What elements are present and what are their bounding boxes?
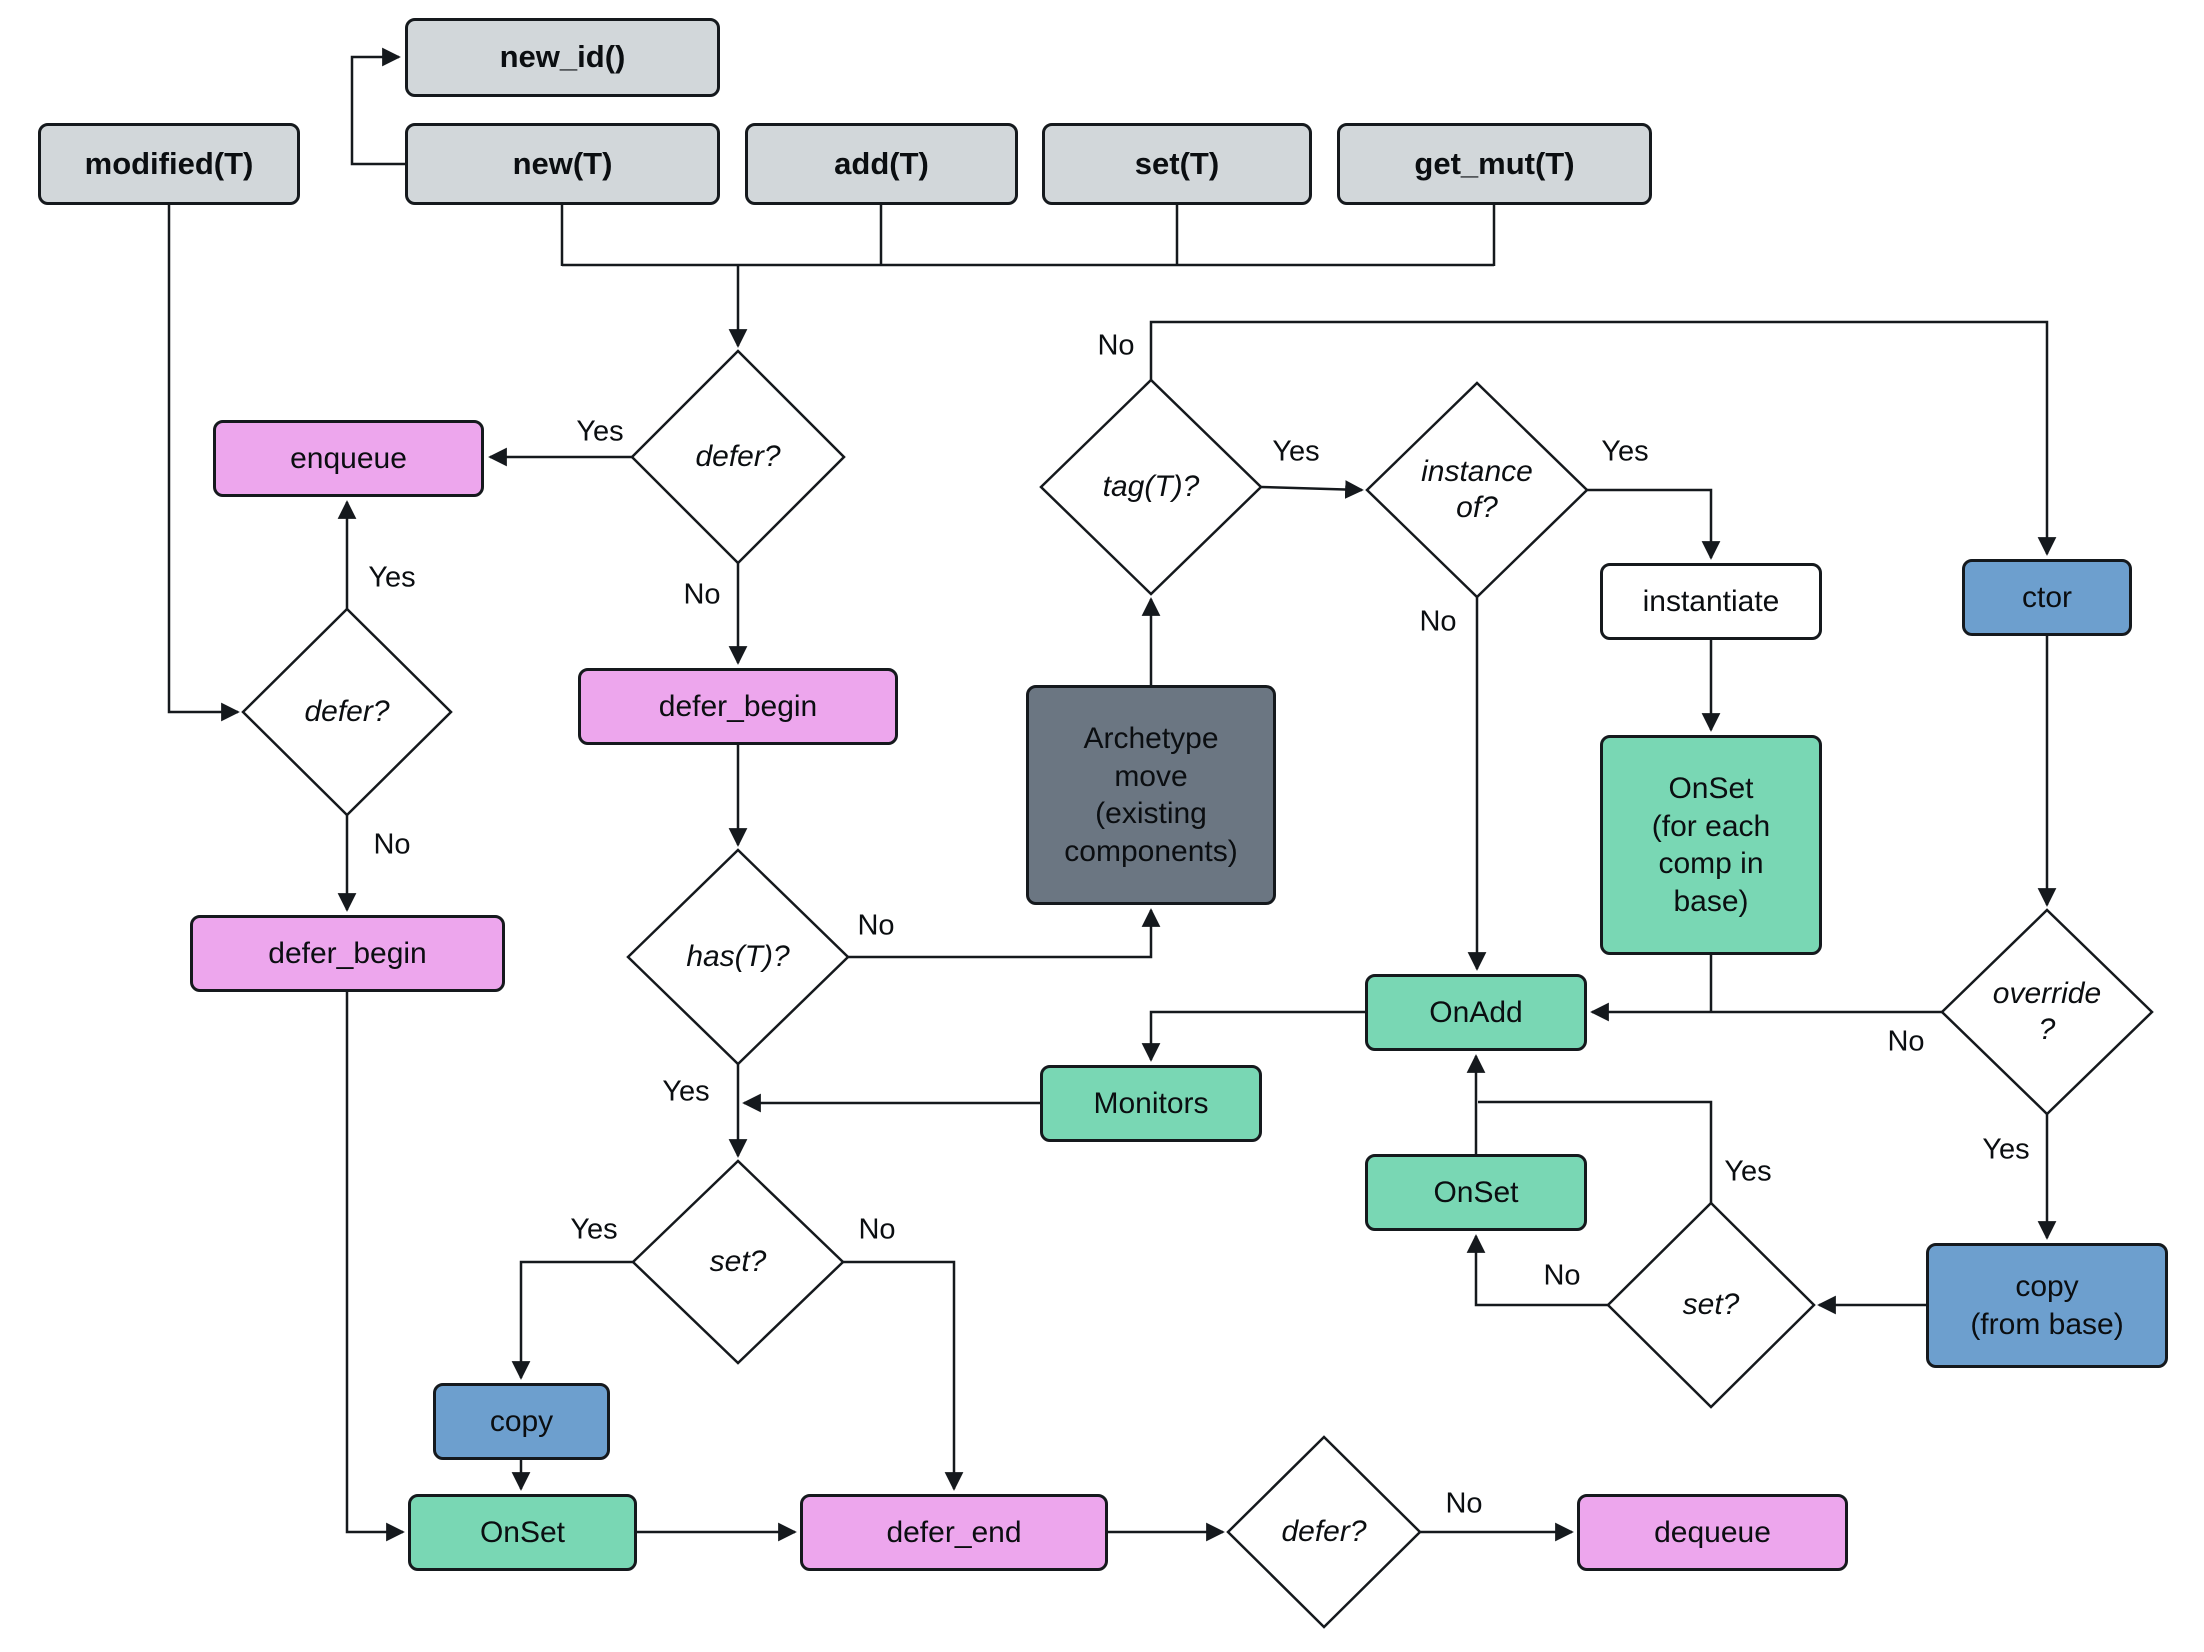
node-onset-bottom: OnSet [408, 1494, 637, 1571]
decision-set-right [1606, 1201, 1816, 1409]
decision-defer-left [241, 607, 453, 817]
node-new-id: new_id() [405, 18, 720, 97]
node-defer-begin-left: defer_begin [190, 915, 505, 992]
edge-set-left-no-to-defer-end [843, 1260, 964, 1491]
node-instantiate: instantiate [1600, 563, 1822, 640]
decision-has [626, 848, 850, 1066]
node-get-mut: get_mut(T) [1337, 123, 1652, 205]
edge-instance-of-yes-to-instantiate [1587, 488, 1721, 560]
node-ctor: ctor [1962, 559, 2132, 636]
node-archetype-move: Archetype move (existing components) [1026, 685, 1276, 905]
edge-onadd-to-monitors [1141, 1010, 1365, 1062]
edge-defer-begin-left-to-onset [345, 992, 405, 1542]
node-set: set(T) [1042, 123, 1312, 205]
decision-set-left [631, 1159, 845, 1365]
node-add: add(T) [745, 123, 1018, 205]
decision-instance-of [1365, 381, 1589, 599]
node-copy-from-base: copy (from base) [1926, 1243, 2168, 1368]
node-modified: modified(T) [38, 123, 300, 205]
node-defer-begin-mid: defer_begin [578, 668, 898, 745]
decision-defer-top [630, 349, 846, 565]
node-copy: copy [433, 1383, 610, 1460]
node-defer-end: defer_end [800, 1494, 1108, 1571]
node-dequeue: dequeue [1577, 1494, 1848, 1571]
node-onset-right: OnSet [1365, 1154, 1587, 1231]
edge-set-right-no-to-onset [1466, 1234, 1608, 1307]
node-onset-base: OnSet (for each comp in base) [1600, 735, 1822, 955]
node-enqueue: enqueue [213, 420, 484, 497]
edge-set-left-yes-to-copy [511, 1260, 633, 1380]
edge-new-to-new-id [350, 47, 405, 166]
edge-tag-yes-to-instance-of [1260, 480, 1364, 499]
decision-defer-bottom [1226, 1435, 1422, 1629]
edge-tag-no-to-ctor [1149, 320, 2057, 556]
edge-modified-to-defer-left [167, 205, 240, 722]
decision-tag [1039, 378, 1263, 596]
node-onadd: OnAdd [1365, 974, 1587, 1051]
node-monitors: Monitors [1040, 1065, 1262, 1142]
decision-override [1940, 908, 2154, 1116]
node-new: new(T) [405, 123, 720, 205]
edge-has-no-to-archetype [848, 908, 1161, 959]
edge-set-right-yes-join [1478, 1100, 1713, 1203]
